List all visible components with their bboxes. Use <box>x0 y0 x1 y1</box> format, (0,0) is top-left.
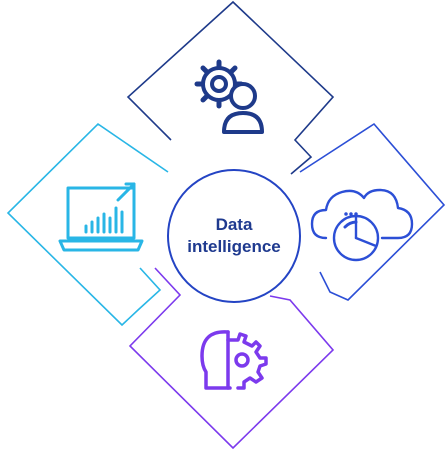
right-diamond <box>299 122 446 301</box>
center-label-line2: intelligence <box>187 237 281 256</box>
left-diamond <box>6 122 169 327</box>
center-label: Data intelligence <box>168 170 300 302</box>
head-gear-icon <box>200 330 268 390</box>
center-label-line1: Data <box>215 215 253 234</box>
laptop-chart-icon <box>58 182 144 252</box>
center-circle <box>167 169 301 303</box>
cloud-pie-icon <box>310 188 414 262</box>
top-diamond <box>126 0 335 175</box>
bottom-diamond <box>128 267 335 450</box>
gear-person-icon <box>194 59 264 134</box>
